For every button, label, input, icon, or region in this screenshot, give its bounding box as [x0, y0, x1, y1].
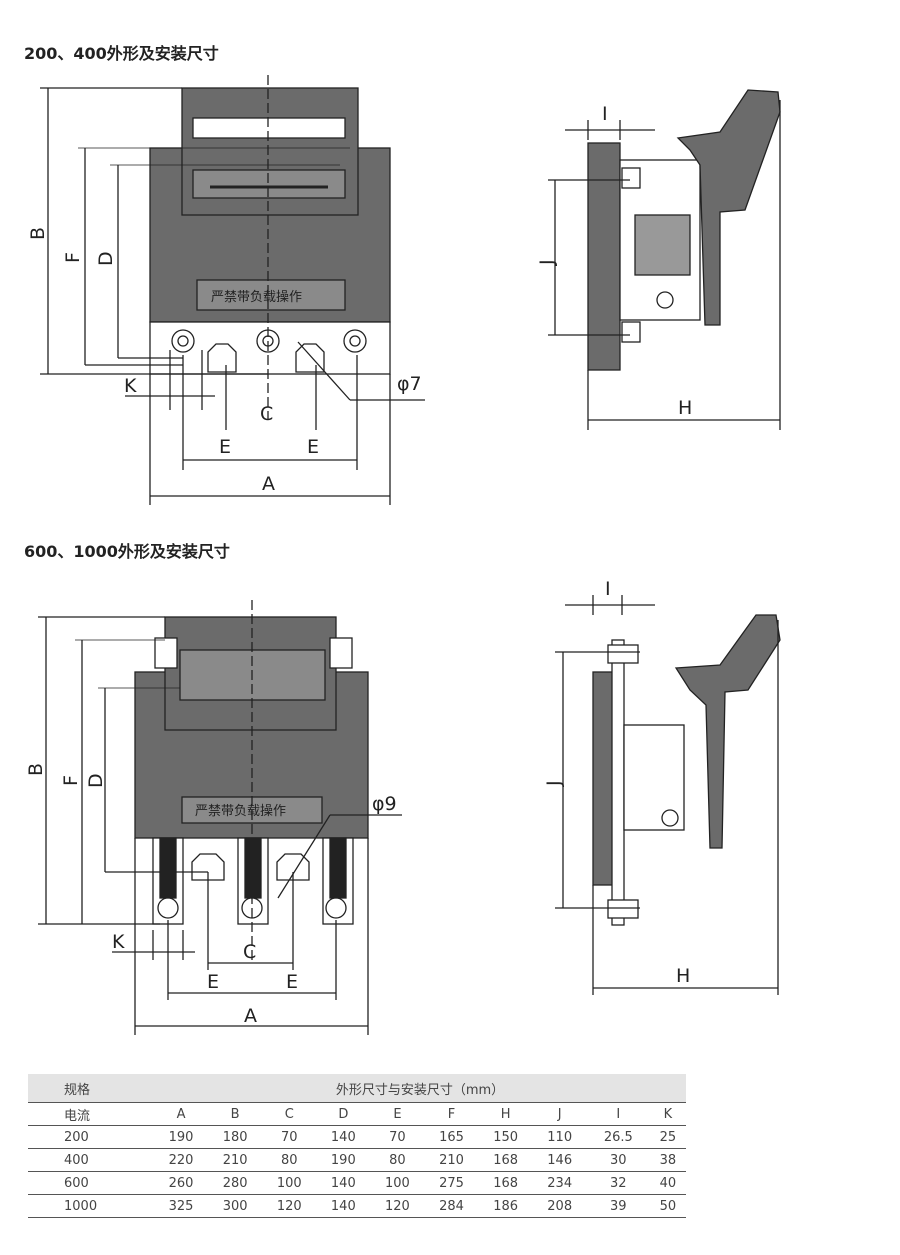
table-cell: 325: [154, 1194, 209, 1218]
column-header: H: [478, 1102, 533, 1126]
hole-dia-1: φ7: [397, 373, 422, 395]
column-header: J: [532, 1102, 587, 1126]
table-cell: 140: [316, 1194, 371, 1218]
dim-A-1: A: [262, 473, 275, 495]
table-cell: 150: [478, 1125, 533, 1149]
table-cell: 70: [370, 1125, 425, 1149]
spec-header: 规格: [28, 1074, 154, 1103]
table-cell: 26.5: [586, 1125, 650, 1149]
dim-F-2: F: [60, 775, 82, 786]
table-cell: 180: [208, 1125, 263, 1149]
table-cell: 168: [478, 1148, 533, 1172]
side-view-2: [555, 595, 781, 995]
front-view-1: [40, 75, 425, 505]
group-header: 外形尺寸与安装尺寸（mm）: [154, 1074, 686, 1103]
table-cell: 38: [649, 1148, 686, 1172]
table-cell: 140: [316, 1125, 371, 1149]
dim-I-1: I: [602, 103, 608, 125]
table-cell: 600: [28, 1171, 154, 1195]
column-header: I: [586, 1102, 650, 1126]
table-cell: 120: [370, 1194, 425, 1218]
table-cell: 260: [154, 1171, 209, 1195]
table-cell: 300: [208, 1194, 263, 1218]
dim-E1-2: E: [207, 971, 219, 993]
table-cell: 140: [316, 1171, 371, 1195]
warning-label-2: 严禁带负载操作: [195, 803, 286, 819]
table-cell: 100: [262, 1171, 317, 1195]
table-cell: 120: [262, 1194, 317, 1218]
dim-D-2: D: [85, 773, 107, 788]
column-header: E: [370, 1102, 425, 1126]
side-view-1: [548, 89, 781, 430]
dim-B-2: B: [25, 763, 47, 776]
dim-K-2: K: [112, 931, 125, 953]
dim-D-1: D: [95, 251, 117, 266]
table-cell: 186: [478, 1194, 533, 1218]
dim-E2-1: E: [307, 436, 319, 458]
table-cell: 200: [28, 1125, 154, 1149]
table-cell: 80: [370, 1148, 425, 1172]
section1-title: 200、400外形及安装尺寸: [24, 44, 219, 63]
dim-C-1: C: [260, 403, 273, 425]
dim-A-2: A: [244, 1005, 257, 1027]
table-cell: 70: [262, 1125, 317, 1149]
table-cell: 25: [649, 1125, 686, 1149]
table-cell: 165: [424, 1125, 479, 1149]
table-cell: 50: [649, 1194, 686, 1218]
table-cell: 208: [532, 1194, 587, 1218]
table-cell: 275: [424, 1171, 479, 1195]
table-cell: 80: [262, 1148, 317, 1172]
dim-E2-2: E: [286, 971, 298, 993]
table-cell: 39: [586, 1194, 650, 1218]
dim-H-2: H: [676, 965, 690, 987]
table-cell: 284: [424, 1194, 479, 1218]
drawings: 严禁带负载操作 B F D K C E E A φ7 I J H 严禁带负载操作…: [25, 75, 781, 1035]
table-cell: 210: [424, 1148, 479, 1172]
column-header: B: [208, 1102, 263, 1126]
dim-B-1: B: [27, 227, 49, 240]
column-header: A: [154, 1102, 209, 1126]
table-cell: 110: [532, 1125, 587, 1149]
dim-C-2: C: [243, 941, 256, 963]
warning-label-1: 严禁带负载操作: [211, 289, 302, 305]
table-cell: 220: [154, 1148, 209, 1172]
dim-E1-1: E: [219, 436, 231, 458]
dim-K-1: K: [124, 375, 137, 397]
column-header: C: [262, 1102, 317, 1126]
table-cell: 100: [370, 1171, 425, 1195]
column-header: 电流: [28, 1102, 154, 1126]
table-cell: 280: [208, 1171, 263, 1195]
table-cell: 1000: [28, 1194, 154, 1218]
table-cell: 40: [649, 1171, 686, 1195]
table-cell: 32: [586, 1171, 650, 1195]
table-cell: 190: [316, 1148, 371, 1172]
table-cell: 146: [532, 1148, 587, 1172]
dim-J-1: J: [536, 259, 558, 266]
front-view-2: [38, 600, 402, 1035]
table-cell: 234: [532, 1171, 587, 1195]
dim-J-2: J: [543, 780, 565, 787]
table-cell: 190: [154, 1125, 209, 1149]
dim-F-1: F: [62, 252, 84, 263]
hole-dia-2: φ9: [372, 793, 397, 815]
section2-title: 600、1000外形及安装尺寸: [24, 542, 230, 561]
table-cell: 168: [478, 1171, 533, 1195]
table-cell: 400: [28, 1148, 154, 1172]
table-cell: 210: [208, 1148, 263, 1172]
column-header: F: [424, 1102, 479, 1126]
dim-I-2: I: [605, 578, 611, 600]
column-header: D: [316, 1102, 371, 1126]
column-header: K: [649, 1102, 686, 1126]
dim-H-1: H: [678, 397, 692, 419]
table-cell: 30: [586, 1148, 650, 1172]
